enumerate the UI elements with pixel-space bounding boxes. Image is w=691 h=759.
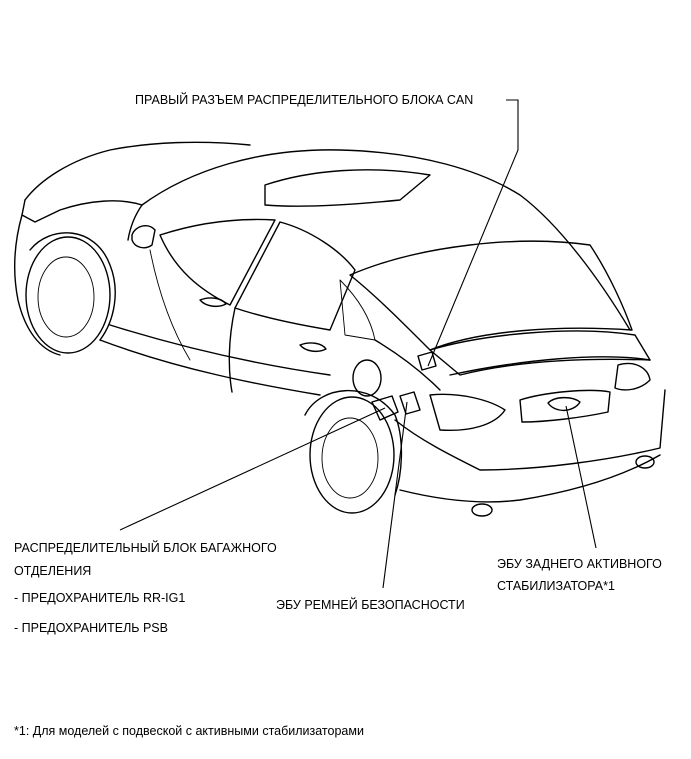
car-illustration	[14, 141, 666, 517]
label-luggage-block-line2: ОТДЕЛЕНИЯ	[14, 564, 92, 578]
leader-rear-stabilizer-ecu	[565, 405, 597, 549]
luggage-junction-block	[371, 395, 399, 421]
label-luggage-block-line1: РАСПРЕДЕЛИТЕЛЬНЫЙ БЛОК БАГАЖНОГО	[14, 541, 277, 555]
leader-can-connector	[427, 99, 519, 367]
leader-lines	[119, 99, 597, 589]
label-can-connector: ПРАВЫЙ РАЗЪЕМ РАСПРЕДЕЛИТЕЛЬНОГО БЛОКА C…	[135, 93, 474, 107]
footnote: *1: Для моделей с подвеской с активными …	[14, 724, 364, 738]
label-fuse-rr-ig1: - ПРЕДОХРАНИТЕЛЬ RR-IG1	[14, 591, 186, 605]
label-rear-stabilizer-ecu-line1: ЭБУ ЗАДНЕГО АКТИВНОГО	[497, 557, 662, 571]
can-connector-unit	[417, 351, 437, 371]
leader-seatbelt-ecu	[382, 401, 408, 589]
label-rear-stabilizer-ecu-line2: СТАБИЛИЗАТОРА*1	[497, 579, 615, 593]
seatbelt-ecu-unit	[399, 391, 421, 415]
label-seatbelt-ecu: ЭБУ РЕМНЕЙ БЕЗОПАСНОСТИ	[276, 598, 465, 612]
rear-stabilizer-ecu-unit	[547, 396, 581, 412]
leader-luggage-block	[119, 407, 386, 531]
label-fuse-psb: - ПРЕДОХРАНИТЕЛЬ PSB	[14, 621, 168, 635]
